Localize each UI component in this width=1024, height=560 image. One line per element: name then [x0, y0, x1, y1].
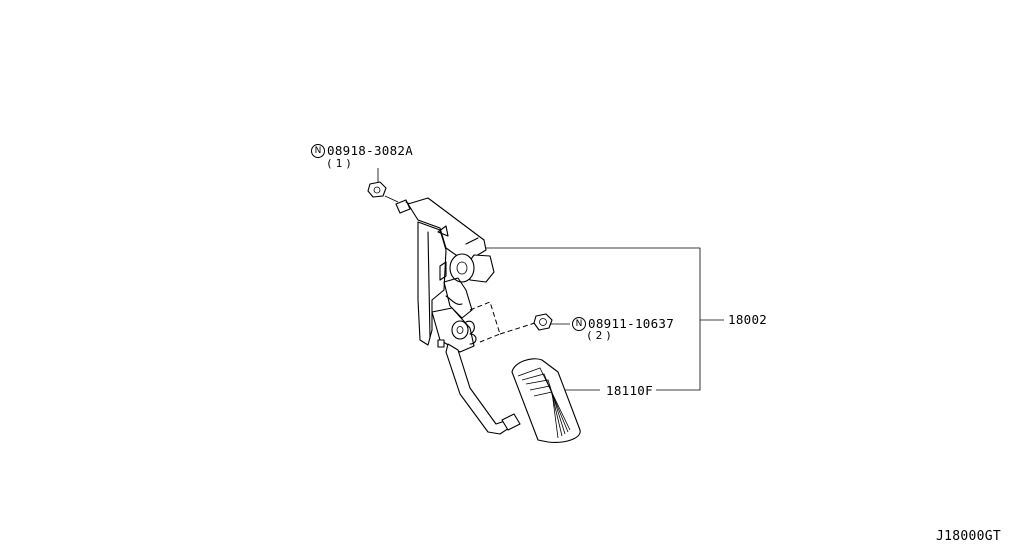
part-number-pedal-pad: 18110F — [606, 383, 653, 398]
leader-lines — [377, 168, 724, 391]
diagram-code: J18000GT — [936, 529, 1002, 544]
part-number-assembly: 18002 — [728, 312, 768, 327]
n-symbol-icon: N — [311, 144, 325, 158]
part-number-08918: 08918-3082A — [327, 143, 414, 158]
pivot-spring — [431, 307, 477, 353]
nut-top-icon — [367, 181, 387, 198]
pedal-position-sensor — [443, 253, 495, 319]
dashed-indicator — [469, 301, 539, 343]
pedal-bracket — [407, 197, 487, 346]
n-symbol-icon: N — [572, 317, 586, 331]
part-qty-mid: (2) — [586, 329, 615, 342]
nut-mid-icon — [533, 313, 553, 331]
pedal-arm — [445, 343, 521, 435]
part-qty-top: (1) — [326, 157, 355, 170]
part-number-08911: 08911-10637 — [588, 316, 675, 331]
pedal-pad — [511, 358, 581, 443]
